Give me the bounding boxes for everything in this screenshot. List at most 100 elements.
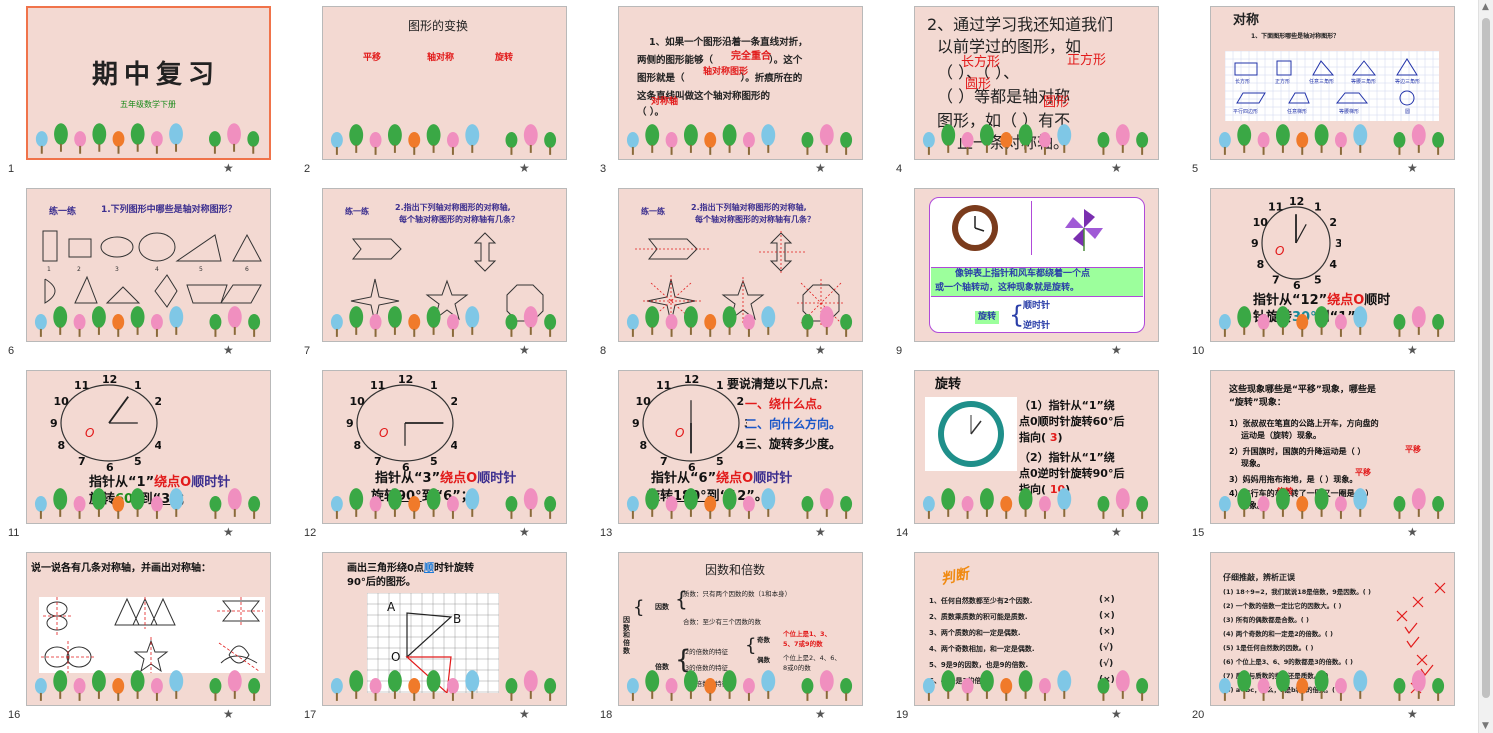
tree-trunk xyxy=(175,143,178,152)
slide-8-canvas[interactable]: 练一练 2.指出下列轴对称图形的对称轴, 每个轴对称图形的对称轴有几条？ xyxy=(618,188,863,342)
slide-16-canvas[interactable]: 说一说各有几条对称轴，并画出对称轴： xyxy=(26,552,271,706)
animation-star-icon[interactable]: ★ xyxy=(1407,525,1418,539)
slide-5-canvas[interactable]: 对称 1、下面图形哪些是轴对称图形？ 长方形 xyxy=(1210,6,1455,160)
animation-star-icon[interactable]: ★ xyxy=(223,343,234,357)
slide-6-canvas[interactable]: 练一练 1.下列图形中哪些是轴对称图形？ xyxy=(26,188,271,342)
tree-trunk xyxy=(117,692,120,701)
slide-15-canvas[interactable]: 这些现象哪些是“平移”现象，哪些是 “旋转”现象： 1）张叔叔在笔直的公路上开车… xyxy=(1210,370,1455,524)
slide-2-canvas[interactable]: 图形的变换 平移 轴对称 旋转 xyxy=(322,6,567,160)
slide-10-canvas[interactable]: 123456789101112 O 指针从“12”绕点O顺时 针旋转30°到“1… xyxy=(1210,188,1455,342)
animation-star-icon[interactable]: ★ xyxy=(1111,525,1122,539)
slide-thumb-5[interactable]: 对称 1、下面图形哪些是轴对称图形？ 长方形 xyxy=(1184,0,1480,182)
slide-thumb-2[interactable]: 图形的变换 平移 轴对称 旋转 2 ★ xyxy=(296,0,592,182)
slide-13-canvas[interactable]: 123456789101112 O 要说清楚以下几点： 一、绕什么点。 二、向什… xyxy=(618,370,863,524)
tree-canopy xyxy=(446,496,459,512)
judge-item: 6、493是3的倍数. xyxy=(929,677,992,685)
tree-trunk xyxy=(1262,146,1265,155)
animation-star-icon[interactable]: ★ xyxy=(1407,343,1418,357)
slide-20-canvas[interactable]: 仔细推敲，辨析正误 (1) 18÷9=2，我们就说18是倍数，9是因数。( ) … xyxy=(1210,552,1455,706)
slide-number: 8 xyxy=(600,345,607,357)
animation-star-icon[interactable]: ★ xyxy=(815,161,826,175)
clock-number: 7 xyxy=(660,455,668,468)
slide-number: 12 xyxy=(304,527,317,539)
slide-thumb-10[interactable]: 123456789101112 O 指针从“12”绕点O顺时 针旋转30°到“1… xyxy=(1184,182,1480,364)
slide-thumb-4[interactable]: 2、通过学习我还知道我们 以前学过的图形，如 （ ）、（ ）、 （ ）等都是轴对… xyxy=(888,0,1184,182)
slide-thumb-14[interactable]: 旋转 （1）指针从“1”绕 点0顺时针旋转60°后 指向( 3) （2）指针从“… xyxy=(888,364,1184,546)
slide-thumb-8[interactable]: 练一练 2.指出下列轴对称图形的对称轴, 每个轴对称图形的对称轴有几条？ xyxy=(592,182,888,364)
scroll-up-icon[interactable]: ▲ xyxy=(1482,2,1489,12)
slide-thumb-3[interactable]: 1、如果一个图形沿着一条直线对折， 两侧的图形能够（）。这个 图形就是（）。折痕… xyxy=(592,0,888,182)
clock-number: 9 xyxy=(1251,237,1259,250)
slide-17-canvas[interactable]: 画出三角形绕0点顺时针旋转 90°后的图形。 A B O xyxy=(322,552,567,706)
clock-number: 12 xyxy=(1289,195,1304,208)
animation-star-icon[interactable]: ★ xyxy=(519,525,530,539)
animation-star-icon[interactable]: ★ xyxy=(223,525,234,539)
tree-trunk xyxy=(728,508,731,517)
slide-3-canvas[interactable]: 1、如果一个图形沿着一条直线对折， 两侧的图形能够（）。这个 图形就是（）。折痕… xyxy=(618,6,863,160)
tree-canopy xyxy=(1097,678,1110,694)
animation-star-icon[interactable]: ★ xyxy=(1111,161,1122,175)
animation-star-icon[interactable]: ★ xyxy=(1407,707,1418,721)
slide-thumb-20[interactable]: 仔细推敲，辨析正误 (1) 18÷9=2，我们就说18是倍数，9是因数。( ) … xyxy=(1184,546,1480,728)
slide-thumb-19[interactable]: 判断 1、任何自然数都至少有2个因数. 2、质数乘质数的积可能是质数. 3、两个… xyxy=(888,546,1184,728)
slide-4-canvas[interactable]: 2、通过学习我还知道我们 以前学过的图形，如 （ ）、（ ）、 （ ）等都是轴对… xyxy=(914,6,1159,160)
animation-star-icon[interactable]: ★ xyxy=(519,707,530,721)
tree-trunk xyxy=(1223,510,1226,519)
slide-thumb-15[interactable]: 这些现象哪些是“平移”现象，哪些是 “旋转”现象： 1）张叔叔在笔直的公路上开车… xyxy=(1184,364,1480,546)
tree-canopy xyxy=(349,124,364,146)
tree-canopy xyxy=(169,306,184,328)
slide-thumb-17[interactable]: 画出三角形绕0点顺时针旋转 90°后的图形。 A B O 17 ★ xyxy=(296,546,592,728)
tree-trunk xyxy=(709,692,712,701)
text-line: 指针从“12”绕点O顺时 xyxy=(1253,293,1391,308)
animation-star-icon[interactable]: ★ xyxy=(519,343,530,357)
clock-number: 3 xyxy=(1335,237,1341,250)
slide-thumb-7[interactable]: 练一练 2.指出下列轴对称图形的对称轴, 每个轴对称图形的对称轴有几条？ 7 ★ xyxy=(296,182,592,364)
slide-thumb-1[interactable]: 期中复习 五年级数学下册 1 ★ xyxy=(0,0,296,182)
tree-trunk xyxy=(1024,508,1027,517)
slide-14-canvas[interactable]: 旋转 （1）指针从“1”绕 点0顺时针旋转60°后 指向( 3) （2）指针从“… xyxy=(914,370,1159,524)
tree-trunk xyxy=(233,690,236,699)
slide-9-canvas[interactable]: 像钟表上指针和风车都绕着一个点 或一个轴转动，这种现象就是旋转。 旋转 { 顺时… xyxy=(914,188,1159,342)
animation-star-icon[interactable]: ★ xyxy=(223,707,234,721)
tree-canopy xyxy=(330,314,343,330)
scroll-down-icon[interactable]: ▼ xyxy=(1482,721,1489,731)
slide-number: 16 xyxy=(8,709,21,721)
animation-star-icon[interactable]: ★ xyxy=(815,707,826,721)
tree-trunk xyxy=(845,510,848,519)
slide-7-canvas[interactable]: 练一练 2.指出下列轴对称图形的对称轴, 每个轴对称图形的对称轴有几条？ xyxy=(322,188,567,342)
slide-thumb-6[interactable]: 练一练 1.下列图形中哪些是轴对称图形？ xyxy=(0,182,296,364)
slide-18-canvas[interactable]: 因数和倍数 因数和倍数 { 因数 倍数 { 质数：只有两个因数的数（1和本身） … xyxy=(618,552,863,706)
animation-star-icon[interactable]: ★ xyxy=(815,525,826,539)
tree-canopy xyxy=(1334,496,1347,512)
judge-mark: (×) xyxy=(1099,627,1115,637)
tree-canopy xyxy=(801,678,814,694)
slide-thumb-16[interactable]: 说一说各有几条对称轴，并画出对称轴： xyxy=(0,546,296,728)
tree-canopy xyxy=(1411,306,1426,328)
animation-star-icon[interactable]: ★ xyxy=(1407,161,1418,175)
slide-thumb-9[interactable]: 像钟表上指针和风车都绕着一个点 或一个轴转动，这种现象就是旋转。 旋转 { 顺时… xyxy=(888,182,1184,364)
animation-star-icon[interactable]: ★ xyxy=(815,343,826,357)
tag-label: 练一练 xyxy=(345,207,369,216)
animation-star-icon[interactable]: ★ xyxy=(223,161,234,175)
animation-star-icon[interactable]: ★ xyxy=(1111,343,1122,357)
slide-thumb-11[interactable]: 123456789101112 O 指针从“1”绕点O顺时针 旋转60°到“3”… xyxy=(0,364,296,546)
tree-trunk xyxy=(1043,146,1046,155)
slide-12-canvas[interactable]: 123456789101112 O 指针从“3”绕点O顺时针 旋转90°到“6”… xyxy=(322,370,567,524)
animation-star-icon[interactable]: ★ xyxy=(519,161,530,175)
tree-canopy xyxy=(1411,488,1426,510)
tree-canopy xyxy=(1218,678,1231,694)
slide-thumb-18[interactable]: 因数和倍数 因数和倍数 { 因数 倍数 { 质数：只有两个因数的数（1和本身） … xyxy=(592,546,888,728)
slide-11-canvas[interactable]: 123456789101112 O 指针从“1”绕点O顺时针 旋转60°到“3”… xyxy=(26,370,271,524)
vertical-scrollbar[interactable]: ▲ ▼ xyxy=(1478,0,1493,733)
slide-19-canvas[interactable]: 判断 1、任何自然数都至少有2个因数. 2、质数乘质数的积可能是质数. 3、两个… xyxy=(914,552,1159,706)
tree-canopy xyxy=(1237,306,1252,328)
slide-1-canvas[interactable]: 期中复习 五年级数学下册 xyxy=(26,6,271,160)
slide-thumb-12[interactable]: 123456789101112 O 指针从“3”绕点O顺时针 旋转90°到“6”… xyxy=(296,364,592,546)
odd-rule: 个位上是1、3、 xyxy=(783,630,832,638)
tree-canopy xyxy=(1115,488,1130,510)
animation-star-icon[interactable]: ★ xyxy=(1111,707,1122,721)
scrollbar-thumb[interactable] xyxy=(1482,18,1490,698)
tree-canopy xyxy=(922,496,935,512)
tree-canopy xyxy=(505,678,518,694)
slide-thumb-13[interactable]: 123456789101112 O 要说清楚以下几点： 一、绕什么点。 二、向什… xyxy=(592,364,888,546)
